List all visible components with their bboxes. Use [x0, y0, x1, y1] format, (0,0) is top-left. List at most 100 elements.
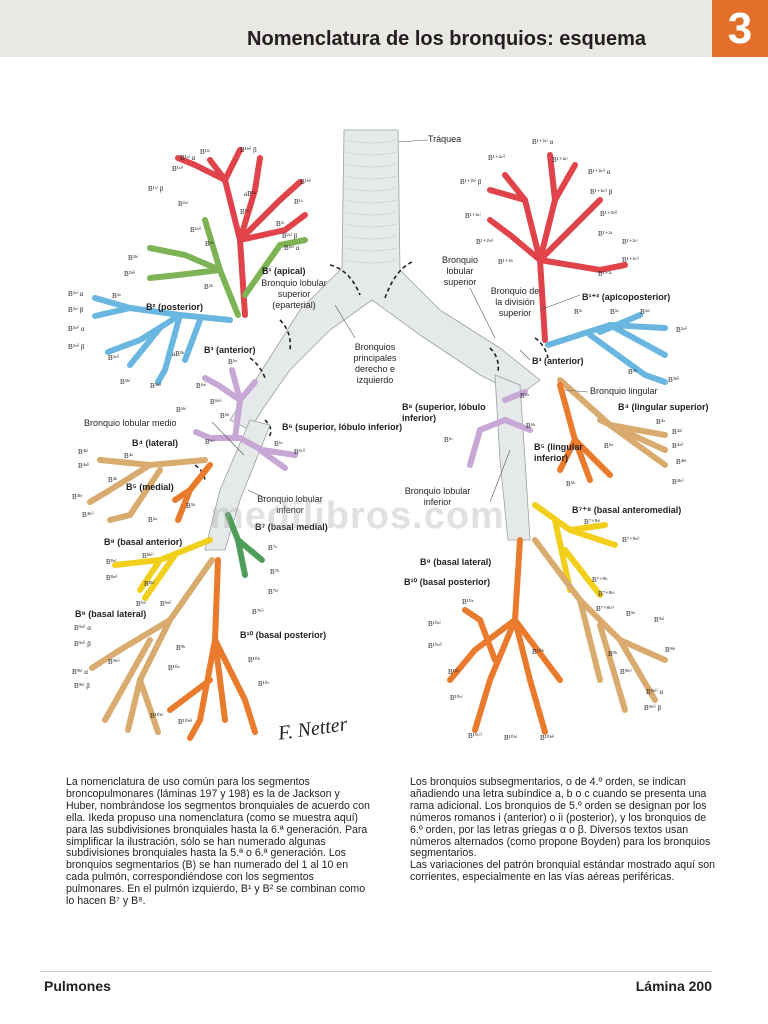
- branch-label: B⁶ᶜ: [444, 436, 453, 444]
- branch-label: B⁶ᶜ: [274, 440, 283, 448]
- branch-label: B⁹ᵃ: [626, 610, 636, 618]
- branch-label: B¹⁰ᶜⁱⁱ: [468, 732, 482, 740]
- right-paragraph-1: Los bronquios subsegmentarios, o de 4.º …: [410, 776, 711, 860]
- b8-basal-anterior-label: B⁸ (basal anterior): [104, 537, 183, 547]
- left-b3-blue-branches: [545, 312, 668, 385]
- branch-label: B¹⁺²ᵇⁱⁱ: [600, 210, 618, 218]
- branch-label: B⁶ᵃ: [228, 358, 238, 366]
- branch-label: B⁶ᵇⁱⁱ: [210, 398, 222, 406]
- branch-label: B⁸ᵃⁱ: [106, 558, 117, 566]
- trachea-rings: [345, 139, 397, 264]
- bronquio-lingular-label: Bronquio lingular: [590, 386, 658, 396]
- branch-label: B⁹ᵃⁱ: [654, 616, 665, 624]
- b7-basal-medial-label: B⁷ (basal medial): [255, 522, 328, 532]
- branch-label: B⁵ᵃ: [148, 516, 158, 524]
- branch-label: B⁷⁺⁸ᵇ: [592, 576, 608, 584]
- branch-label: B⁵ᵇ: [186, 502, 196, 510]
- b78-basal-anteromedial-label: B⁷⁺⁸ (basal anteromedial): [572, 505, 682, 515]
- branch-label: B⁹ᵃⁱ: [136, 600, 147, 608]
- branch-label: B³ᵇⁱ: [120, 378, 131, 386]
- bronchial-tree-illustration: [87, 129, 668, 741]
- branch-label: B¹ᵇ: [240, 208, 249, 216]
- branch-label: B⁶ᶜⁱⁱ: [294, 448, 306, 456]
- right-text-column: Los bronquios subsegmentarios, o de 4.º …: [410, 776, 716, 884]
- right-b10-orange-branches: [167, 557, 258, 741]
- branch-label: B⁷ᵃ: [268, 544, 278, 552]
- footer-divider: [40, 971, 712, 972]
- footer-section: Pulmones: [44, 978, 111, 994]
- right-b4-tan-branches: [87, 457, 208, 523]
- right-b9-tan-branches: [89, 557, 215, 735]
- branch-label: B²ᵇⁱⁱ: [124, 270, 136, 278]
- branch-label: B¹⁰ᵃⁱⁱ: [428, 642, 442, 650]
- branch-label: B³ᵃⁱⁱ: [108, 354, 120, 362]
- branch-label: B¹ᵃⁱⁱ: [172, 165, 184, 173]
- branch-label: aB¹ᵇ: [244, 190, 257, 198]
- branch-label: B⁴ᵃ: [124, 452, 134, 460]
- header-band: Nomenclatura de los bronquios: esquema: [0, 0, 712, 57]
- bronquio-lobular-superior-left-label: Bronquio lobular superior: [441, 255, 479, 287]
- branch-label: B²ᵃ: [205, 240, 214, 248]
- branch-label: B⁶ᵇ: [220, 412, 230, 420]
- branch-label: B⁹ᵃⁱⁱ: [160, 600, 172, 608]
- bronchi-figure: Tráquea B¹ (apical) Bronquio lobular sup…: [0, 120, 768, 780]
- bronquio-lobular-inferior-right-label: Bronquio lobular inferior: [257, 494, 323, 515]
- bronquio-lobular-superior-eparterial-label: Bronquio lobular superior (eparterial): [261, 278, 327, 310]
- chapter-number-badge: 3: [712, 0, 768, 57]
- branch-label: B¹⁰ᶜ: [258, 680, 270, 688]
- branch-label: B⁷⁺⁸ᵃⁱ: [584, 518, 601, 526]
- branch-label: B¹⁺²ᵃⁱⁱ: [488, 154, 505, 162]
- bronquio-lobular-inferior-left-label: Bronquio lobular inferior: [404, 486, 471, 507]
- right-b5-orange-branches: [172, 462, 213, 523]
- branch-label: B⁹ᵇⁱⁱ β: [644, 704, 662, 712]
- branch-label: B¹⁰ᵇⁱ: [504, 734, 517, 742]
- branch-label: B⁶ᵃⁱ: [196, 382, 207, 390]
- branch-label: B¹⁺²ᶜ: [598, 270, 613, 278]
- branch-label: B³ᵃⁱ β: [68, 306, 84, 314]
- left-b5-orange-branches: [557, 382, 613, 483]
- branch-label: B¹⁰ᵇⁱⁱ: [178, 718, 193, 726]
- bronquios-principales-label: Bronquios principales derecho e izquierd…: [353, 342, 397, 385]
- b10-basal-posterior-left-label: B¹⁰ (basal posterior): [404, 577, 491, 587]
- branch-label: B¹⁰ᵇ: [248, 656, 260, 664]
- branch-label: B⁶ᵇ: [526, 422, 536, 430]
- left-text-column: La nomenclatura de uso común para los se…: [66, 776, 372, 908]
- branch-label: B⁷ᵇⁱ: [268, 588, 279, 596]
- branch-label: B⁹ᵇⁱⁱ: [620, 668, 632, 676]
- branch-label: B⁴ᵃⁱⁱ: [78, 462, 90, 470]
- right-b8-yellow-branches: [112, 537, 213, 601]
- left-b6-lilac-branches: [467, 389, 533, 468]
- left-b4-tan-branches: [557, 377, 668, 468]
- b6-superior-right-label: B⁶ (superior, lóbulo inferior): [282, 422, 403, 432]
- branch-label: B¹ᵃⁱ β: [148, 185, 164, 193]
- branch-label: B¹⁺²ᵃⁱⁱ α: [588, 168, 611, 176]
- branch-label: B⁷⁺⁸ᵃⁱⁱ: [622, 536, 640, 544]
- branch-label: B¹ᵇⁱ: [200, 148, 211, 156]
- branch-label: B¹⁺²ᵃⁱ α: [532, 138, 554, 146]
- branch-label: B²ᵃⁱ β: [282, 232, 298, 240]
- branch-label: B¹⁺²ᵇ: [498, 258, 513, 266]
- bronquio-lobular-medio-label: Bronquio lobular medio: [84, 418, 177, 428]
- branch-label: B¹⁰ᵃ: [168, 664, 180, 672]
- branch-label: B⁹ᵃⁱⁱ β: [74, 640, 91, 648]
- branch-label: B⁷⁺⁸ᵇⁱ: [598, 590, 615, 598]
- branch-label: B¹ᵃⁱ α: [180, 154, 196, 162]
- branch-label: B⁷ᵇ: [270, 568, 280, 576]
- b6-superior-left-label: B⁶ (superior, lóbulo inferior): [402, 402, 486, 423]
- branch-label: B⁶ᶜⁱ: [205, 438, 216, 446]
- branch-label: B⁹ᵃⁱⁱ α: [74, 624, 91, 632]
- footer-plate-number: Lámina 200: [635, 978, 712, 994]
- branch-label: B⁶ᵃ: [520, 392, 530, 400]
- branch-label: B⁴ᵇⁱ: [78, 448, 89, 456]
- b2-posterior-label: B² (posterior): [146, 302, 203, 312]
- branch-label: B⁵ᵃ: [604, 442, 614, 450]
- b9-basal-lateral-right-label: B⁹ (basal lateral): [75, 609, 147, 619]
- b5-medial-label: B⁵ (medial): [126, 482, 174, 492]
- b4-lingular-superior-label: B⁴ (lingular superior): [618, 402, 709, 412]
- left-b9-tan-branches: [532, 537, 668, 713]
- branch-label: B¹⁰ᵃⁱ: [428, 620, 441, 628]
- branch-label: B³ᵇⁱⁱ: [150, 382, 162, 390]
- branch-label: B¹⁺²ᵃⁱ: [465, 212, 481, 220]
- branch-label: B⁹ᵇⁱⁱ α: [646, 688, 664, 696]
- branch-label: B⁵ᵇ: [566, 480, 576, 488]
